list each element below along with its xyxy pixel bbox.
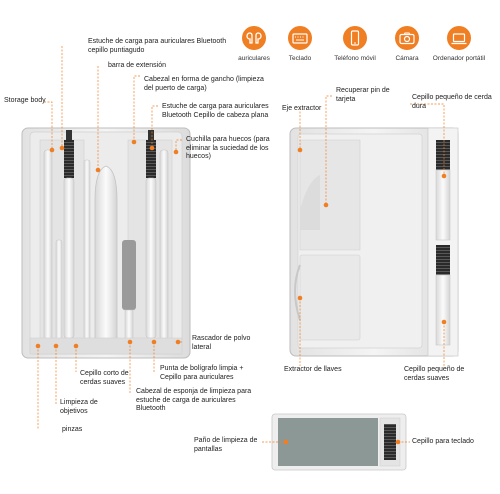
label-soft-brush: Cepillo pequeño de cerdas suaves (404, 366, 465, 382)
label-card-pin: Recuperar pin de tarjeta (336, 87, 390, 103)
label-side-scraper: Rascador de polvo lateral (192, 335, 251, 351)
leader-dots (35, 139, 447, 445)
icon-label: auriculares (238, 55, 270, 62)
icon-label: Ordenador portátil (432, 55, 486, 62)
storage-body-open (21, 127, 191, 359)
label-case-pointed: Estuche de carga para auriculares Blueto… (88, 38, 227, 54)
label-sponge-head: Cabezal de esponja de limpieza para estu… (136, 388, 252, 412)
label-lens-clean: Limpieza de objetivos (60, 399, 98, 415)
label-screen-cloth: Paño de limpieza de pantallas (194, 437, 258, 453)
label-storage-body: Storage body (4, 97, 46, 104)
label-extension-bar: barra de extensión (108, 62, 166, 69)
keyboard-icon (288, 26, 312, 50)
label-key-puller: Extractor de llaves (284, 366, 342, 373)
laptop-icon (447, 26, 471, 50)
camera-icon (395, 26, 419, 50)
label-keyboard-brush: Cepillo para teclado (412, 438, 474, 445)
leader-lines (37, 46, 445, 443)
label-tweezers: pinzas (62, 426, 83, 433)
icon-label: Teclado (288, 55, 312, 62)
label-hard-brush: Cepillo pequeño de cerda dura (412, 94, 492, 110)
label-case-flat: Estuche de carga para auriculares Blueto… (162, 103, 269, 119)
label-ejector: Eje extractor (282, 105, 322, 112)
label-hook-head: Cabezal en forma de gancho (limpieza del… (144, 76, 264, 92)
cloth-brush-tool (271, 413, 407, 471)
label-hole-knife: Cuchilla para huecos (para eliminar la s… (186, 136, 270, 160)
phone-icon (343, 26, 367, 50)
icon-label: Teléfono móvil (334, 55, 376, 62)
earbuds-icon (242, 26, 266, 50)
icon-label: Cámara (395, 55, 419, 62)
label-short-brush: Cepillo corto de cerdas suaves (80, 370, 129, 386)
storage-body-closed (289, 127, 459, 357)
label-pen-point: Punta de bolígrafo limpia + Cepillo para… (160, 365, 244, 381)
